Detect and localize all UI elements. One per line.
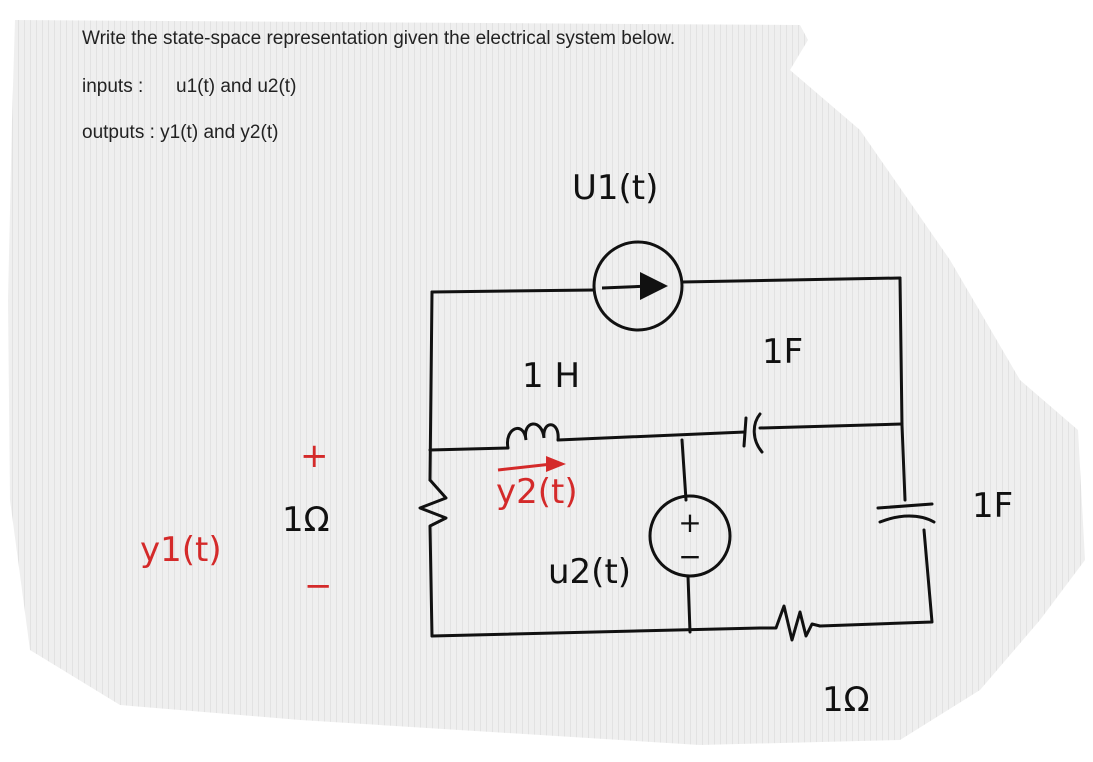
center-wire-upper: [680, 438, 688, 502]
mid-wire-left: [428, 446, 510, 452]
right-wire-upper: [898, 276, 904, 427]
voltage-source-label: u2(t): [548, 552, 632, 592]
capacitor-right-label: 1F: [972, 486, 1014, 526]
left-wire-upper: [428, 290, 434, 482]
right-capacitor-plate-top: [876, 502, 934, 510]
inputs-value: u1(t) and u2(t): [176, 76, 297, 97]
top-wire-left: [430, 288, 596, 294]
voltage-source-minus: −: [678, 540, 701, 573]
resistor-left-label: 1Ω: [282, 500, 330, 540]
top-wire-right: [680, 276, 902, 284]
inductor-label: 1 H: [522, 356, 581, 396]
inductor: [506, 422, 560, 449]
top-capacitor-plate-left: [742, 416, 748, 448]
output-y2-label: y2(t): [496, 472, 578, 512]
y2-current-arrow: [497, 456, 566, 472]
problem-title: Write the state-space representation giv…: [82, 28, 676, 49]
top-capacitor-plate-right: [752, 412, 764, 454]
paper-shape: [8, 20, 1085, 745]
output-y1-plus: +: [300, 436, 329, 476]
output-y1-minus: −: [304, 566, 333, 606]
resistor-bottom-label: 1Ω: [822, 680, 870, 720]
current-source-label: U1(t): [572, 168, 659, 208]
outputs-line: outputs : y1(t) and y2(t): [82, 122, 279, 143]
capacitor-top-label: 1F: [762, 332, 804, 372]
mid-wire-right: [758, 422, 904, 430]
bottom-resistor: [758, 604, 822, 642]
left-resistor: [418, 478, 448, 638]
voltage-source-plus: +: [678, 506, 701, 539]
inputs-label: inputs :: [82, 76, 144, 97]
bottom-wire-left: [430, 626, 762, 638]
output-y1-label: y1(t): [140, 530, 222, 570]
right-capacitor-plate-bottom: [878, 514, 936, 524]
voltage-source: + −: [648, 494, 732, 578]
right-wire-to-capacitor: [900, 423, 907, 502]
mid-wire-center: [556, 430, 747, 442]
center-wire-lower: [686, 574, 692, 634]
bottom-wire-right: [818, 528, 934, 628]
current-source: [592, 240, 684, 332]
